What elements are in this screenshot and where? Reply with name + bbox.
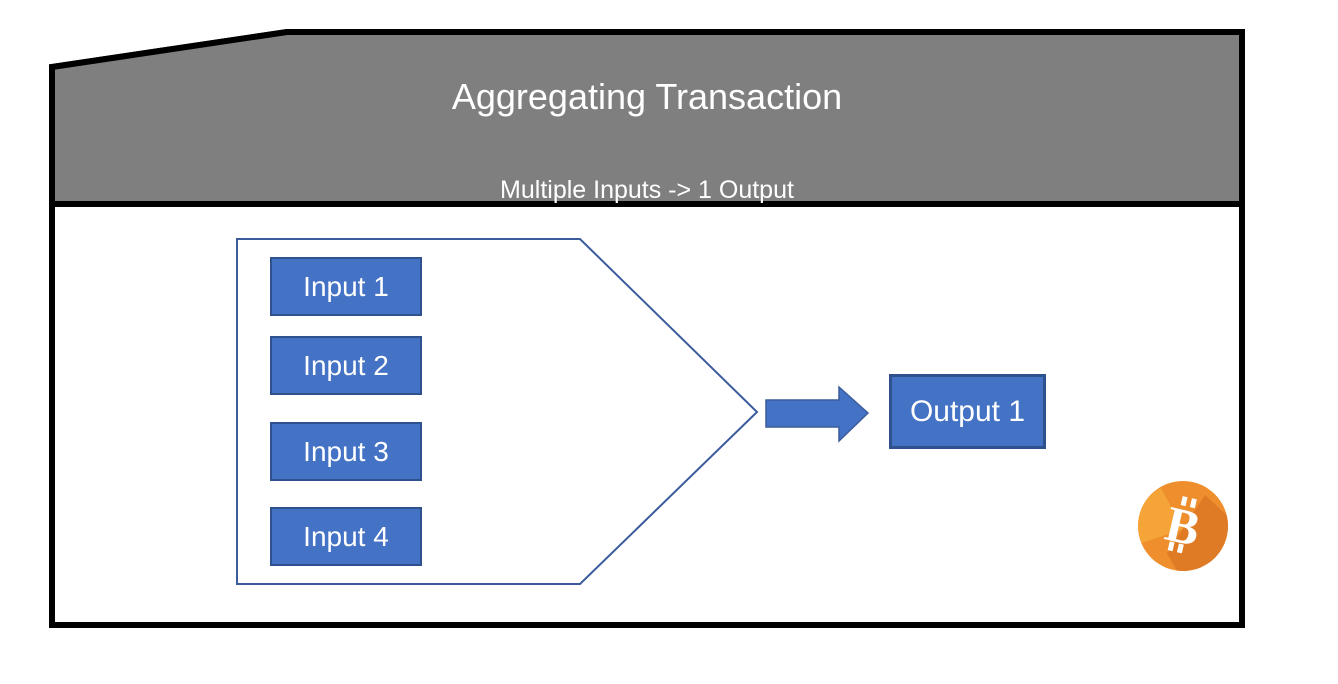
input-box-2: Input 2 — [270, 336, 422, 395]
banner-subtitle: Multiple Inputs -> 1 Output — [500, 176, 794, 204]
header-banner-shape — [49, 29, 1245, 207]
input-box-1: Input 1 — [270, 257, 422, 316]
bitcoin-icon: B — [1138, 481, 1228, 571]
bitcoin-shadow-wedge — [1167, 495, 1228, 571]
bitcoin-highlight-wedge — [1138, 488, 1183, 544]
input-box-4-label: Input 4 — [303, 520, 389, 552]
output-box: Output 1 — [889, 374, 1046, 449]
input-box-3: Input 3 — [270, 422, 422, 481]
input-box-4: Input 4 — [270, 507, 422, 566]
aggregation-funnel-shape — [236, 238, 759, 585]
input-box-2-label: Input 2 — [303, 349, 389, 381]
right-block-arrow-icon — [765, 385, 870, 443]
input-box-1-label: Input 1 — [303, 270, 389, 302]
input-box-3-label: Input 3 — [303, 435, 389, 467]
output-box-label: Output 1 — [909, 394, 1026, 428]
banner-title: Aggregating Transaction — [451, 76, 843, 117]
